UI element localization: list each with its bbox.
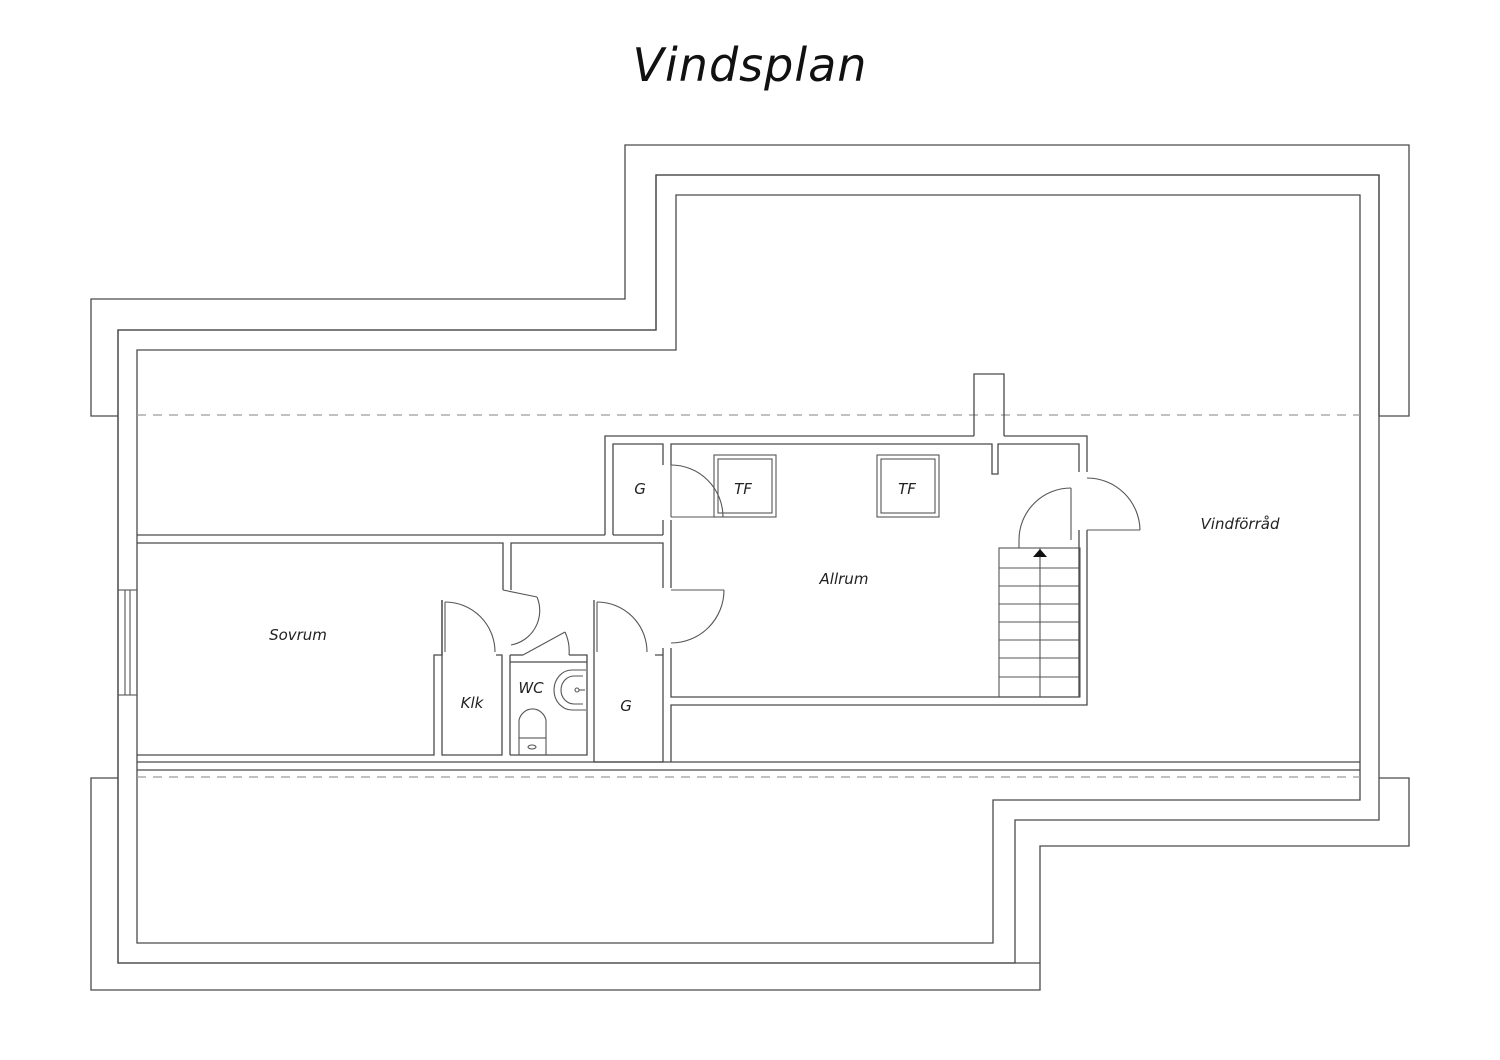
wc-wall bbox=[510, 654, 588, 756]
roof-window-2 bbox=[876, 454, 940, 518]
room-label-tf-1: TF bbox=[734, 480, 752, 498]
room-label-klk: Klk bbox=[461, 694, 485, 712]
g-lower-wall bbox=[593, 600, 664, 763]
door-allrum bbox=[670, 589, 725, 644]
inner-wall bbox=[136, 194, 1361, 944]
room-label-tf-2: TF bbox=[898, 480, 916, 498]
room-label-vindforrad: Vindförråd bbox=[1201, 515, 1280, 533]
room-label-wc: WC bbox=[518, 679, 544, 697]
allrum-inner-wall bbox=[612, 443, 664, 535]
door-sovrum bbox=[502, 589, 541, 646]
outer-wall bbox=[117, 174, 1380, 964]
door-klk bbox=[444, 601, 496, 653]
room-label-g-lower: G bbox=[620, 697, 632, 715]
sink-icon bbox=[553, 669, 586, 711]
toilet-icon bbox=[518, 708, 547, 756]
roof-window-2-inner bbox=[880, 458, 936, 514]
room-label-g-upper: G bbox=[634, 480, 646, 498]
room-label-sovrum: Sovrum bbox=[269, 626, 327, 644]
hall-wall bbox=[510, 542, 664, 590]
roof-outline bbox=[90, 144, 1410, 991]
chimney bbox=[973, 373, 1005, 436]
door-g-upper bbox=[670, 464, 724, 518]
roof-window-1 bbox=[713, 454, 777, 518]
door-wc bbox=[522, 631, 570, 656]
klk-wall bbox=[441, 600, 503, 756]
allrum-outer-wall-2 bbox=[1004, 435, 1088, 472]
door-vindforrad bbox=[1086, 477, 1141, 531]
door-g-lower bbox=[596, 601, 648, 653]
door-stair bbox=[1018, 487, 1072, 548]
roof-window-1-inner bbox=[717, 458, 773, 514]
allrum-outer-wall bbox=[604, 435, 974, 535]
stair-arrow-icon bbox=[1033, 549, 1047, 557]
staircase bbox=[998, 547, 1081, 698]
bedroom-wall bbox=[137, 542, 504, 590]
allrum-outer-wall-right bbox=[670, 530, 1088, 762]
room-label-allrum: Allrum bbox=[819, 570, 869, 588]
roof-outline-lower-right bbox=[1039, 777, 1410, 963]
allrum-inner-right bbox=[670, 530, 1080, 698]
window-left bbox=[117, 589, 138, 696]
bedroom-right-wall bbox=[137, 600, 443, 756]
page-title: Vindsplan bbox=[632, 38, 868, 92]
allrum-inner-top bbox=[670, 443, 1080, 475]
